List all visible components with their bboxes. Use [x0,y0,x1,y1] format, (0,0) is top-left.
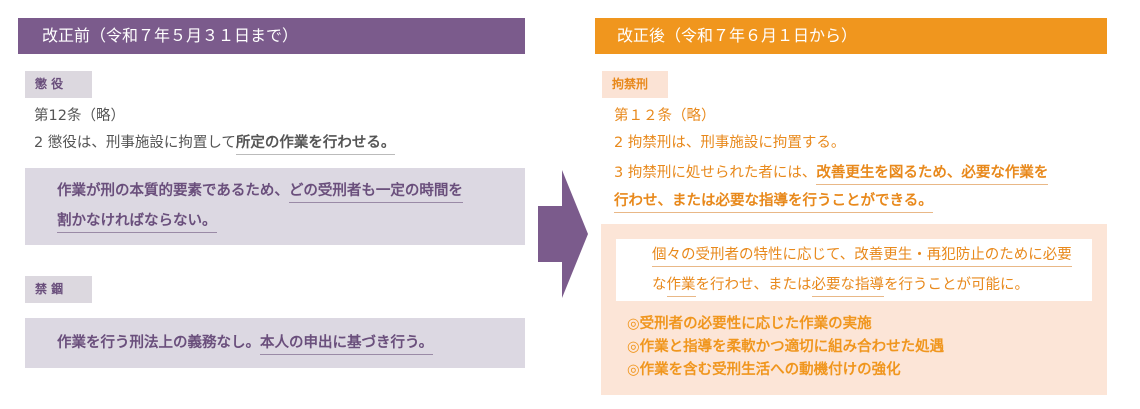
para3-emphasis: 改善更生を図るため、必要な作業を [816,165,1049,185]
para2-prefix: 2 懲役は、刑事施設に拘置して [34,135,236,151]
summary-text: を行わせ、または [695,277,812,293]
bullet-item: ◎作業と指導を柔軟かつ適切に組み合わせた処遇 [627,339,945,355]
choeki-note-box: 作業が刑の本質的要素であるため、どの受刑者も一定の時間を 割かなければならない。 [25,168,525,245]
para3-emphasis: 行わせ、または必要な指導を行うことができる。 [614,193,933,213]
para2-emphasis: 所定の作業を行わせる。 [235,135,396,155]
note-emphasis: 本人の申出に基づき行う。 [260,335,434,355]
summary-line: 個々の受刑者の特性に応じて、改善更生・再犯防止のために必要 [652,247,1072,267]
note-emphasis: どの受刑者も一定の時間を [288,183,463,203]
summary-emphasis: 必要な指導 [811,277,884,297]
choeki-para2: 2 懲役は、刑事施設に拘置して所定の作業を行わせる。 [34,131,396,155]
bullet-list: ◎受刑者の必要性に応じた作業の実施 ◎作業と指導を柔軟かつ適切に組み合わせた処遇… [627,313,944,382]
kinko-note-box: 作業を行う刑法上の義務なし。本人の申出に基づき行う。 [25,318,525,368]
arrow-right-icon [538,170,588,298]
after-para3: 3 拘禁刑に処せられた者には、改善更生を図るため、必要な作業を 行わせ、または必… [614,159,1049,215]
bullet-item: ◎作業を含む受刑生活への動機付けの強化 [627,362,901,378]
summary-text: な [652,277,667,293]
kinko-tag: 禁 錮 [25,276,92,303]
summary-statement: 個々の受刑者の特性に応じて、改善更生・再犯防止のために必要 な作業を行わせ、また… [616,239,1092,301]
choeki-article: 第12条（略） [34,108,125,124]
note-text: 作業が刑の本質的要素であるため、 [57,183,289,199]
bullet-item: ◎受刑者の必要性に応じた作業の実施 [627,316,872,332]
summary-text: を行うことが可能に。 [884,277,1029,293]
kokinkei-tag: 拘禁刑 [602,71,668,98]
after-article: 第１２条（略） [614,108,716,124]
after-para2: 2 拘禁刑は、刑事施設に拘置する。 [614,135,846,151]
choeki-tag: 懲 役 [25,71,92,98]
before-header: 改正前（令和７年５月３１日まで） [18,18,525,54]
note-emphasis: 割かなければならない。 [57,213,217,233]
note-text: 作業を行う刑法上の義務なし。 [57,335,260,351]
summary-emphasis: 作業 [666,277,696,297]
para3-prefix: 3 拘禁刑に処せられた者には、 [614,165,817,181]
after-header: 改正後（令和７年６月１日から） [595,18,1107,54]
